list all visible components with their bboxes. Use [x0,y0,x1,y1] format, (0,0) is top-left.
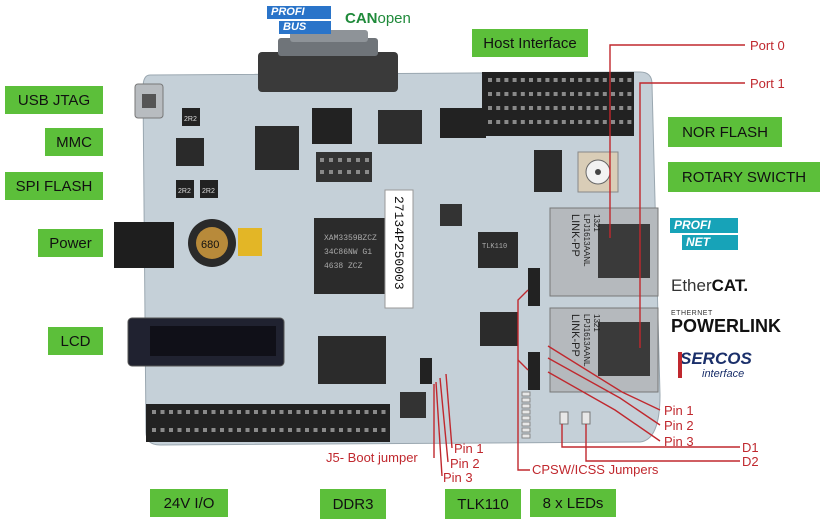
svg-text:680: 680 [201,239,219,251]
host-interface-header [482,72,634,136]
annotation-pin2-left: Pin 2 [450,456,480,471]
cpsw-jumper-1 [528,268,540,306]
serial-sticker [384,189,414,309]
jumper-block [320,158,369,174]
annotation-port0: Port 0 [750,38,785,53]
svg-text:XAM3359BZCZ: XAM3359BZCZ [324,234,377,243]
tag-leds: 8 x LEDs [530,489,616,517]
tag-spi-flash: SPI FLASH [5,172,103,200]
profibus-logo: PROFI BUS [267,6,335,34]
ethercat-cat: CAT. [711,276,749,295]
svg-text:LPJ1613AANL: LPJ1613AANL [582,314,591,367]
annotation-pin3-left: Pin 3 [443,470,473,485]
tag-lcd: LCD [48,327,103,355]
led-row [521,391,531,439]
profinet-logo-top: PROFI [670,218,738,233]
svg-text:2R2: 2R2 [202,188,215,195]
tag-power: Power [38,229,103,257]
svg-text:27134P250003: 27134P250003 [391,196,406,290]
power-jack [114,222,174,268]
powerlink-text: POWERLINK [671,316,781,336]
svg-text:LINK-PP: LINK-PP [569,314,581,357]
profibus-logo-bottom: BUS [279,21,331,34]
ethercat-logo: EtherCAT. [671,276,748,296]
canopen-can: CAN [345,10,378,27]
canopen-open: open [377,10,411,27]
annotation-pin1-right: Pin 1 [664,403,694,418]
tlk110-chip [478,232,518,268]
sercos-text: SERCOS [680,349,752,368]
tag-nor-flash: NOR FLASH [668,117,782,147]
io-header [146,404,390,442]
ethercat-ether: Ether [671,276,712,295]
tag-tlk110: TLK110 [445,489,521,519]
annotation-d2: D2 [742,454,759,469]
tag-24v-io: 24V I/O [150,489,228,517]
svg-text:4638 ZCZ: 4638 ZCZ [324,262,363,271]
tag-ddr3: DDR3 [320,489,386,519]
cpsw-jumper-2 [528,352,540,390]
annotation-pin2-right: Pin 2 [664,418,694,433]
bottom-header-pins [152,410,386,432]
profinet-logo-bottom: NET [682,235,738,250]
tag-mmc: MMC [45,128,103,156]
annotation-pin3-right: Pin 3 [664,434,694,449]
powerlink-small: ETHERNET [671,310,713,317]
sercos-stripes [678,352,682,378]
profinet-logo: PROFI NET [670,218,740,252]
svg-text:1321: 1321 [592,314,601,332]
powerlink-logo: ETHERNET POWERLINK [671,310,781,335]
db9-connector [258,52,398,92]
profibus-logo-top: PROFI [267,6,331,19]
svg-text:2R2: 2R2 [178,188,191,195]
annotation-pin1-left: Pin 1 [454,441,484,456]
tag-usb-jtag: USB JTAG [5,86,103,114]
tag-host-interface: Host Interface [472,29,588,57]
svg-text:2R2: 2R2 [184,116,197,123]
annotation-lines [433,44,745,477]
jtag-chip [255,126,299,170]
svg-text:LPJ1613AANL: LPJ1613AANL [582,214,591,267]
tag-rotary-switch: ROTARY SWICTH [668,162,820,192]
svg-text:TLK110: TLK110 [482,243,507,251]
jumper-j5 [420,358,432,384]
annotation-boot-jumper: J5- Boot jumper [326,450,418,465]
canopen-logo: CANopen [345,10,411,27]
svg-text:LINK-PP: LINK-PP [569,214,581,257]
top-header-pins [488,78,632,124]
svg-text:34C86NW G1: 34C86NW G1 [324,248,372,257]
annotation-port1: Port 1 [750,76,785,91]
sercos-logo: SERCOS interface [680,349,752,381]
annotation-d1: D1 [742,440,759,455]
ddr3-chip [318,336,386,384]
annotation-cpsw-jumpers: CPSW/ICSS Jumpers [532,462,659,477]
sercos-sub: interface [702,368,745,380]
processor-chip [314,218,392,294]
svg-text:1321: 1321 [592,214,601,232]
